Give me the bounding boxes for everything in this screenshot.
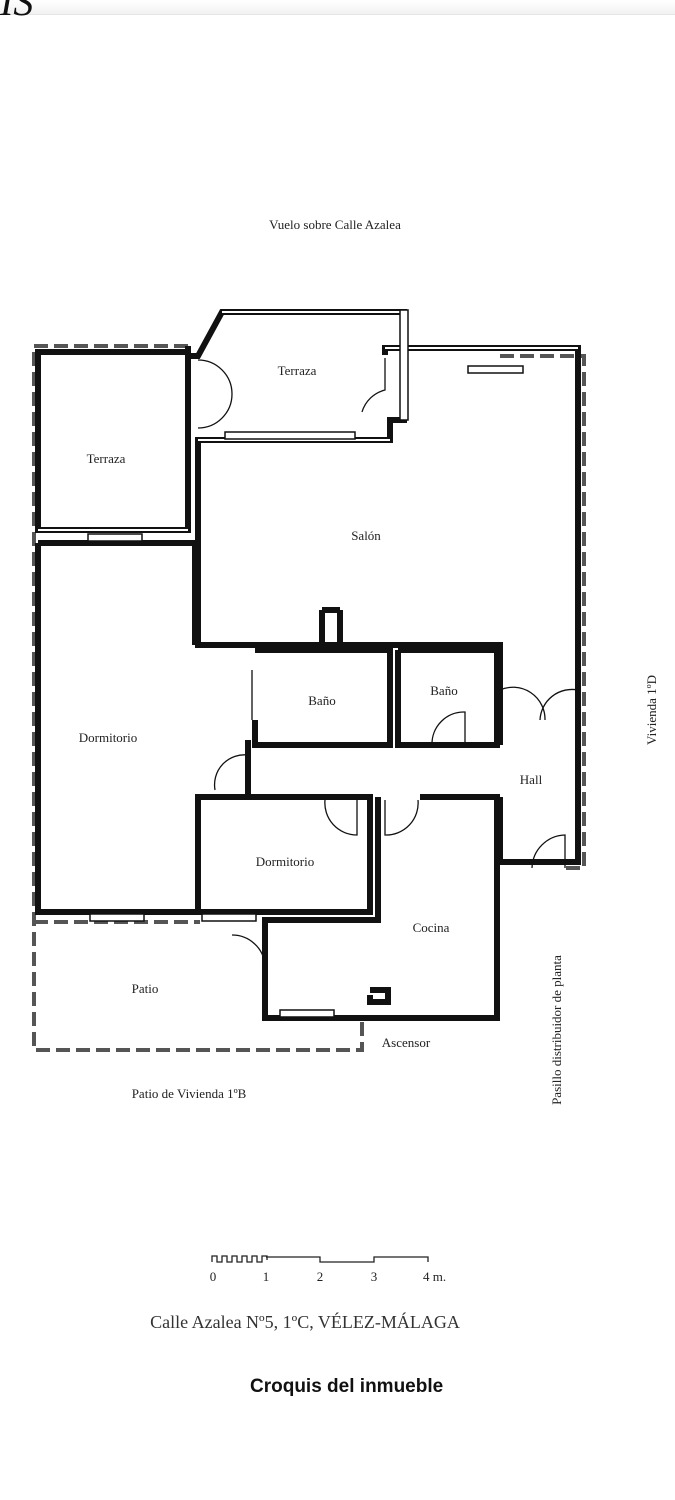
top-label: Vuelo sobre Calle Azalea xyxy=(269,217,401,232)
boundary-lines xyxy=(32,344,586,1052)
scale-tick: 4 m. xyxy=(423,1269,446,1284)
top-bar xyxy=(0,0,675,15)
window xyxy=(224,431,356,440)
door-swing xyxy=(431,711,466,746)
room-dormitorio-small: Dormitorio xyxy=(256,854,315,869)
door-swing xyxy=(499,686,579,721)
door-swing xyxy=(531,834,566,869)
caption: Croquis del inmueble xyxy=(250,1376,444,1397)
room-patio: Patio xyxy=(132,981,159,996)
room-cocina: Cocina xyxy=(413,920,450,935)
window xyxy=(399,309,409,421)
window xyxy=(467,365,524,374)
room-salon: Salón xyxy=(351,528,381,543)
window xyxy=(89,913,145,922)
door-swing xyxy=(324,799,419,836)
scale-bar: 0 1 2 3 4 m. xyxy=(210,1255,446,1284)
room-hall: Hall xyxy=(520,772,543,787)
walls xyxy=(35,309,581,1021)
header-fragment: IS xyxy=(0,0,34,24)
bottom-label: Patio de Vivienda 1ºB xyxy=(132,1086,247,1101)
doors xyxy=(197,358,579,966)
door-swing xyxy=(361,358,386,413)
room-bano-1: Baño xyxy=(308,693,335,708)
scale-tick: 2 xyxy=(317,1269,324,1284)
room-terraza-left: Terraza xyxy=(87,451,126,466)
scale-tick: 0 xyxy=(210,1269,217,1284)
right-label: Vivienda 1ºD xyxy=(644,675,659,745)
windows xyxy=(87,309,524,1018)
room-dormitorio-left: Dormitorio xyxy=(79,730,138,745)
window xyxy=(201,913,257,922)
scale-tick: 3 xyxy=(371,1269,378,1284)
room-bano-2: Baño xyxy=(430,683,457,698)
window xyxy=(87,533,143,542)
door-swing xyxy=(197,359,233,429)
door-swing xyxy=(213,754,249,791)
address: Calle Azalea Nº5, 1ºC, VÉLEZ-MÁLAGA xyxy=(150,1312,460,1332)
room-terraza-top: Terraza xyxy=(278,363,317,378)
scale-tick: 1 xyxy=(263,1269,270,1284)
corridor-label: Pasillo distribuidor de planta xyxy=(549,955,564,1105)
window xyxy=(279,1009,335,1018)
door-swing xyxy=(231,934,266,966)
ascensor-label: Ascensor xyxy=(382,1035,431,1050)
